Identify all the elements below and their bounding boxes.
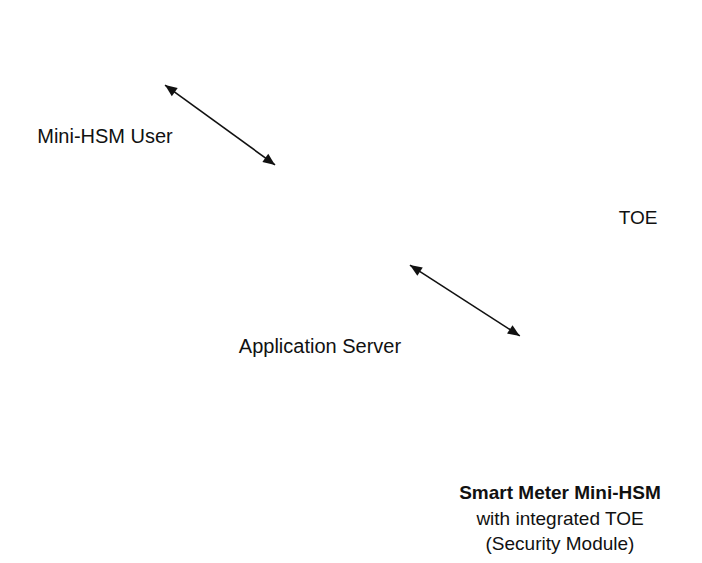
chip-pin <box>561 535 567 539</box>
led <box>558 402 564 407</box>
node-label: Mini-HSM User <box>10 123 200 149</box>
box-side <box>205 160 300 300</box>
chip-pin <box>561 559 567 563</box>
chip-pin <box>535 319 539 325</box>
box-top <box>205 100 440 245</box>
chip-pin <box>519 319 523 325</box>
led <box>582 393 588 398</box>
led <box>593 388 599 393</box>
node-sublabel: with integrated TOE (Security Module) <box>450 506 670 556</box>
chip-pin <box>527 367 531 373</box>
led <box>523 416 529 421</box>
chip-pin <box>519 367 523 373</box>
led <box>377 225 383 230</box>
chip-pin <box>543 319 547 325</box>
box-top <box>430 292 690 412</box>
arrow-head <box>507 325 520 336</box>
security-module: TOE <box>512 318 568 374</box>
led <box>605 384 611 389</box>
chip-pin <box>551 367 555 373</box>
toe-leader-line <box>570 238 624 328</box>
node-shape <box>512 318 568 374</box>
arrow-head <box>165 85 178 96</box>
chip-pin <box>513 535 519 539</box>
box-side <box>430 365 520 470</box>
user-shadow <box>35 98 115 110</box>
led <box>329 248 335 253</box>
chip-pin <box>561 519 567 523</box>
chip-pin <box>559 367 563 373</box>
meter-node: Smart Meter Mini-HSMwith integrated TOE … <box>420 285 700 560</box>
led <box>353 237 359 242</box>
chip-pin <box>561 527 567 531</box>
user-node: Mini-HSM User <box>10 5 200 150</box>
box-front <box>300 178 440 300</box>
led <box>389 220 395 225</box>
chip-pin <box>535 367 539 373</box>
led <box>341 242 347 247</box>
chip-pin <box>543 367 547 373</box>
server-shadow <box>185 233 455 317</box>
user-head <box>53 16 97 60</box>
chip-pin <box>551 319 555 325</box>
chip-pin <box>513 519 519 523</box>
node-label: Application Server <box>190 333 450 359</box>
chip-pin <box>561 543 567 547</box>
callout-label: TOE <box>608 205 668 230</box>
box-front <box>520 348 690 470</box>
connector-arrow <box>165 85 275 165</box>
arrow-head <box>262 154 275 165</box>
led <box>317 254 323 259</box>
chip-pin <box>513 527 519 531</box>
chip-pin <box>513 551 519 555</box>
node-shape <box>190 95 450 365</box>
meter-shadow <box>410 407 680 483</box>
power-indicator <box>636 353 650 372</box>
user-body <box>40 64 110 104</box>
led <box>305 260 311 265</box>
key-blade <box>536 346 553 352</box>
chip-pin <box>559 319 563 325</box>
chip-pin <box>561 551 567 555</box>
key-bow <box>524 340 536 352</box>
node-label: Smart Meter Mini-HSM <box>420 480 700 505</box>
led <box>546 406 552 411</box>
led <box>365 231 371 236</box>
connector-arrow <box>410 265 520 336</box>
led <box>535 411 541 416</box>
server-node: Application Server <box>190 95 450 365</box>
chip-pin <box>513 559 519 563</box>
led <box>570 397 576 402</box>
chip-pin <box>527 319 531 325</box>
arrow-head <box>410 265 423 276</box>
chip-pin <box>513 543 519 547</box>
chip-body <box>518 324 562 368</box>
power-indicator <box>420 194 432 212</box>
